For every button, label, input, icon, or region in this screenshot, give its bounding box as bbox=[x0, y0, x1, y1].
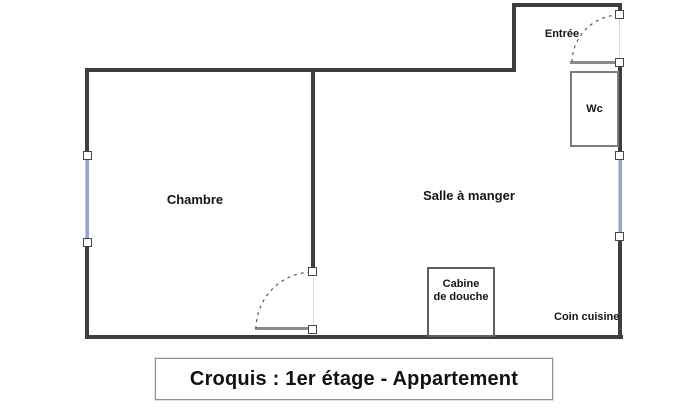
window-right bbox=[618, 155, 622, 237]
wc-room-box: Wc bbox=[570, 71, 619, 147]
wall-right-lower bbox=[618, 237, 622, 339]
wall-top-main bbox=[85, 68, 516, 72]
room-label-wc: Wc bbox=[586, 103, 603, 115]
door-closed-line-entrance bbox=[619, 19, 620, 58]
room-label-salle-a-manger: Salle à manger bbox=[423, 188, 515, 203]
wall-bottom bbox=[85, 335, 623, 339]
wall-vestibule-right-stub bbox=[618, 3, 622, 12]
wall-vestibule-left bbox=[512, 3, 516, 72]
door-swing-arc-interior bbox=[255, 271, 314, 330]
door-leaf-entrance bbox=[570, 61, 616, 64]
wall-left-lower bbox=[85, 243, 89, 339]
room-label-entree: Entrée bbox=[544, 28, 580, 40]
door-hinge-marker bbox=[615, 10, 624, 19]
wall-right-upper bbox=[618, 63, 622, 155]
room-label-chambre: Chambre bbox=[166, 192, 224, 207]
room-label-coin-cuisine: Coin cuisine bbox=[554, 311, 620, 323]
shower-cabin-box: Cabine de douche bbox=[427, 267, 495, 337]
door-closed-line-interior bbox=[313, 277, 314, 325]
wall-vestibule-top bbox=[512, 3, 622, 7]
page-title: Croquis : 1er étage - Appartement bbox=[189, 367, 519, 390]
door-hinge-marker bbox=[615, 58, 624, 67]
window-end-marker bbox=[615, 232, 624, 241]
door-leaf-interior bbox=[255, 327, 309, 330]
wall-partition bbox=[311, 68, 315, 268]
door-hinge-marker bbox=[308, 267, 317, 276]
room-label-cabine-line2: de douche bbox=[433, 290, 489, 303]
window-end-marker bbox=[615, 151, 624, 160]
title-plate: Croquis : 1er étage - Appartement bbox=[155, 358, 553, 400]
window-end-marker bbox=[83, 151, 92, 160]
room-label-cabine-line1: Cabine bbox=[442, 278, 480, 290]
window-end-marker bbox=[83, 238, 92, 247]
wall-left-upper bbox=[85, 68, 89, 155]
window-left bbox=[85, 155, 89, 243]
door-hinge-marker bbox=[308, 325, 317, 334]
